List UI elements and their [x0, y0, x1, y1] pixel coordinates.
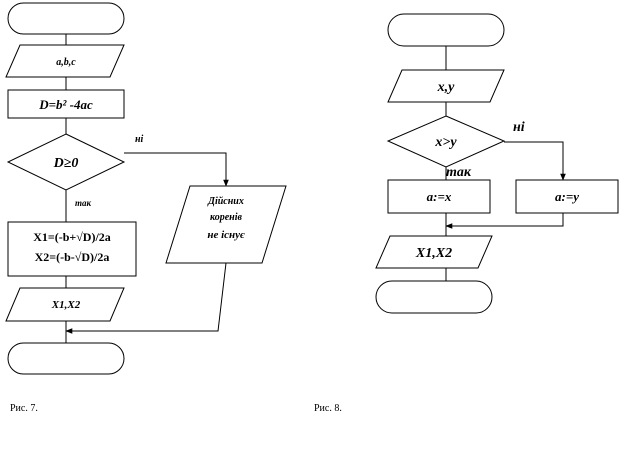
end-terminator	[375, 280, 493, 314]
connector-no-branch	[504, 141, 566, 181]
branch-no-label: ні	[513, 120, 525, 135]
no-roots-line1: Дійсних	[207, 196, 244, 207]
end-terminator	[7, 342, 125, 375]
output-parallelogram	[5, 287, 125, 322]
assign-y-label: a:=y	[555, 189, 579, 204]
no-roots-line3: не існує	[207, 229, 245, 241]
connector-merge	[445, 213, 564, 229]
roots-calc-box	[7, 221, 137, 277]
figure-7: a,b,c D=b² -4ac D≥0 ні так X1=(-b+√D)/2a…	[5, 2, 287, 414]
root1-formula: X1=(-b+√D)/2a	[33, 230, 111, 244]
condition-diamond	[6, 133, 126, 191]
input-parallelogram	[5, 44, 125, 78]
input-label: x,y	[437, 80, 456, 95]
no-roots-parallelogram	[165, 185, 287, 264]
assign-x-label: a:=x	[427, 189, 452, 204]
output-label: X1,X2	[415, 246, 452, 261]
figure-7-caption: Рис. 7.	[10, 403, 38, 414]
start-terminator	[7, 2, 125, 35]
branch-yes-label: так	[75, 198, 92, 208]
input-parallelogram	[387, 69, 505, 103]
connector-merge	[65, 262, 227, 334]
assign-discriminant-box	[7, 89, 125, 119]
root2-formula: X2=(-b-√D)/2a	[35, 250, 110, 264]
figure-8: x,y x>y ні так a:=x a:=y X1,X2 Рис. 8.	[314, 13, 619, 414]
branch-no-label: ні	[135, 134, 144, 145]
connector-no-branch	[124, 152, 229, 187]
assign-discriminant-label: D=b² -4ac	[38, 97, 93, 112]
assign-y-box	[515, 179, 619, 214]
output-label: X1,X2	[51, 299, 81, 311]
no-roots-line2: коренів	[210, 212, 242, 223]
condition-label: D≥0	[53, 156, 79, 171]
figure-8-caption: Рис. 8.	[314, 403, 342, 414]
branch-yes-label: так	[446, 165, 472, 180]
condition-diamond	[386, 115, 506, 168]
output-parallelogram	[375, 235, 493, 269]
start-terminator	[387, 13, 505, 47]
input-label: a,b,c	[56, 57, 76, 68]
condition-label: x>y	[434, 135, 457, 150]
assign-x-box	[387, 179, 491, 214]
